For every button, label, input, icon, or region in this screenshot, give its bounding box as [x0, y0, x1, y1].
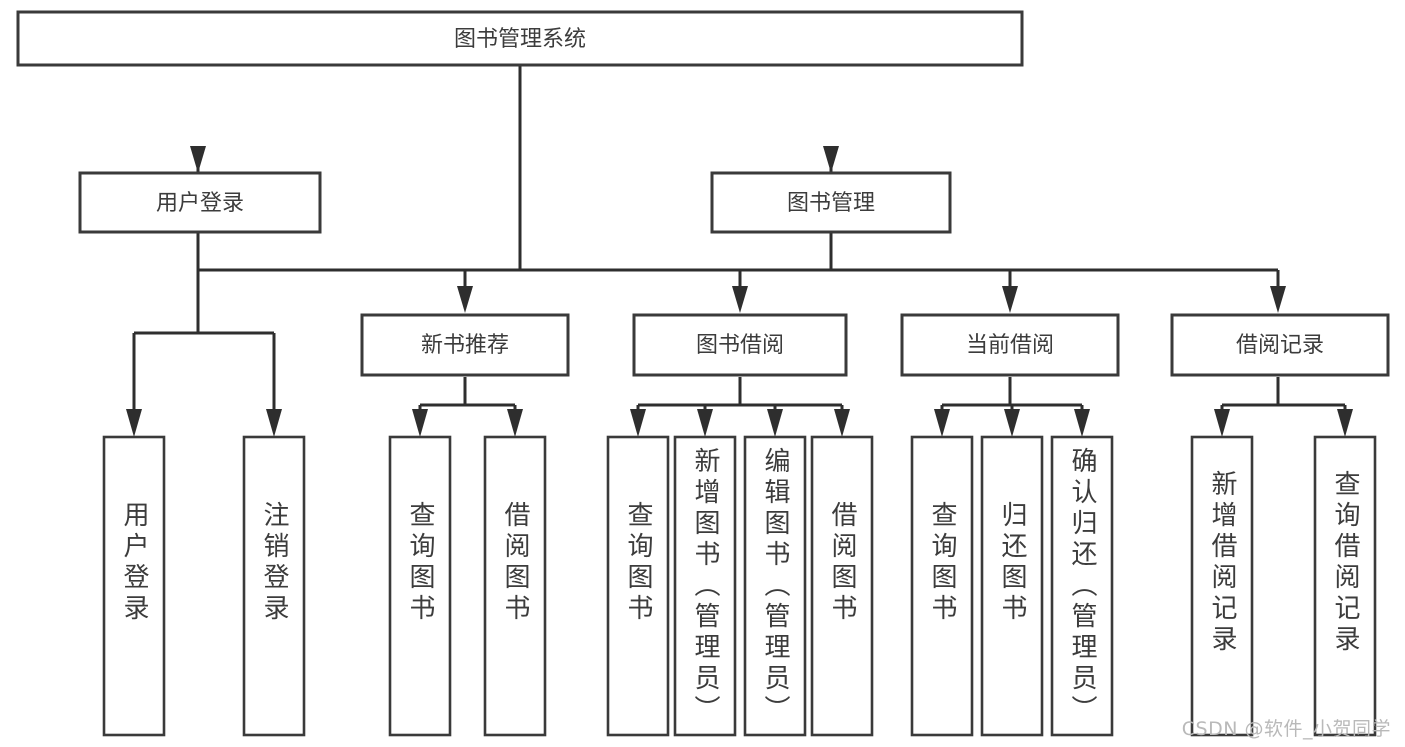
leaf-box-confirm-return[interactable] [1050, 435, 1114, 737]
node-label-book-borrow: 图书借阅 [696, 333, 784, 358]
node-label-current-borrow: 当前借阅 [966, 333, 1054, 358]
leaf-box-query-record[interactable] [1313, 435, 1377, 737]
connector-currentborrow-to-leaves [934, 377, 1090, 437]
leaf-box-user-login[interactable] [102, 435, 166, 737]
arrow-to-borrow-record [1270, 286, 1286, 313]
connector-userlogin-to-leaves [126, 232, 282, 437]
node-label-root: 图书管理系统 [454, 27, 586, 52]
connector-newbook-to-leaves [412, 377, 523, 437]
node-book-borrow[interactable]: 图书借阅 [632, 313, 848, 377]
connector-root-to-level2 [190, 65, 839, 272]
connector-borrowrecord-to-leaves [1214, 377, 1353, 437]
arrow-to-user-login [190, 146, 206, 173]
node-user-login[interactable]: 用户登录 [78, 171, 322, 234]
leaf-box-query-book-1[interactable] [388, 435, 452, 737]
leaf-box-edit-book[interactable] [743, 435, 807, 737]
leaf-box-add-record[interactable] [1190, 435, 1254, 737]
node-current-borrow[interactable]: 当前借阅 [900, 313, 1120, 377]
arrow-to-new-book-recommend [457, 286, 473, 313]
connector-bookborrow-to-leaves [630, 377, 850, 437]
node-label-book-management: 图书管理 [787, 191, 875, 216]
node-label-new-book-recommend: 新书推荐 [421, 333, 509, 358]
leaf-box-add-book[interactable] [673, 435, 737, 737]
connector-bookmgmt-to-level3 [457, 232, 1286, 313]
csdn-watermark: CSDN @软件_小贺同学 [1181, 718, 1391, 740]
node-book-management-system[interactable]: 图书管理系统 [16, 10, 1024, 67]
leaf-box-return-book[interactable] [980, 435, 1044, 737]
node-label-user-login: 用户登录 [156, 191, 244, 216]
node-label-borrow-record: 借阅记录 [1236, 333, 1324, 358]
leaf-boxes [102, 435, 1377, 737]
leaf-box-query-book-3[interactable] [910, 435, 974, 737]
leaf-box-logout-login[interactable] [242, 435, 306, 737]
node-book-management[interactable]: 图书管理 [710, 171, 952, 234]
arrow-to-book-borrow [732, 286, 748, 313]
node-borrow-record[interactable]: 借阅记录 [1170, 313, 1390, 377]
arrow-to-book-management [823, 146, 839, 173]
leaf-box-borrow-book-1[interactable] [483, 435, 547, 737]
arrow-to-current-borrow [1002, 286, 1018, 313]
node-new-book-recommend[interactable]: 新书推荐 [360, 313, 570, 377]
leaf-box-query-book-2[interactable] [606, 435, 670, 737]
leaf-box-borrow-book-2[interactable] [810, 435, 874, 737]
